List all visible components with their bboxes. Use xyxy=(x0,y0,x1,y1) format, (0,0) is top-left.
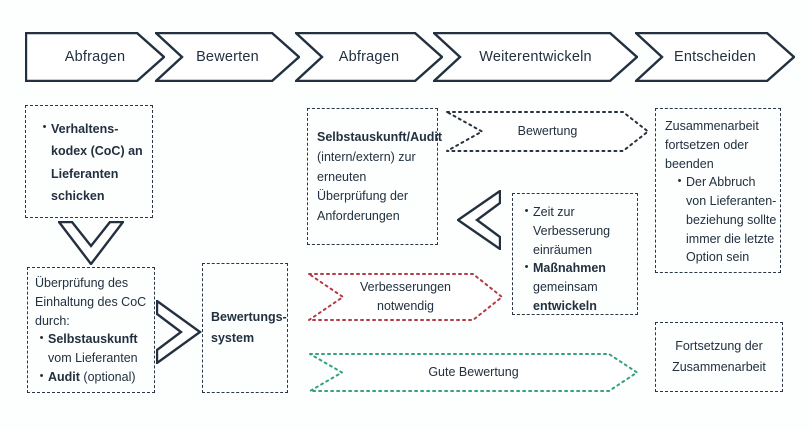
fortsetzung-box: Fortsetzung der Zusammenarbeit xyxy=(655,322,783,392)
arrow-label: Bewertung xyxy=(517,124,578,139)
stage-label: Abfragen xyxy=(64,49,126,65)
bewertungssystem-text: Bewertungs-system xyxy=(211,309,287,345)
bullet-icon: • xyxy=(524,261,529,274)
regular-text: (intern/extern) zur erneuten Überprüfung… xyxy=(317,149,416,223)
bewertungssystem-box: Bewertungs-system xyxy=(202,263,288,393)
stage-abfragen-1: Abfragen xyxy=(25,32,165,82)
stage-abfragen-2: Abfragen xyxy=(295,32,443,82)
list-item: • Verhaltens-kodex (CoC) an Lieferanten … xyxy=(38,118,148,207)
intro-text: Überprüfung des Einhaltung des CoC durch… xyxy=(35,276,147,328)
stage-weiterentwickeln: Weiterentwickeln xyxy=(433,32,638,82)
bullet-icon: • xyxy=(39,332,44,345)
chevron-arrow-shape xyxy=(433,32,638,82)
title-text: Zusammenarbeit fortsetzen oder beenden xyxy=(665,119,759,171)
bold-text: Selbstauskunft/Audit xyxy=(317,130,443,144)
ueberpruefung-box: Überprüfung des Einhaltung des CoC durch… xyxy=(27,267,155,393)
dotted-arrow-shape xyxy=(308,273,503,321)
list-item: • Audit (optional) xyxy=(35,368,152,387)
bullet-text: Maßnahmen gemeinsam entwickeln xyxy=(533,261,606,313)
stage-label: Bewerten xyxy=(196,49,259,65)
bullet-text: Zeit zur Verbesserung einräumen xyxy=(533,205,611,257)
coc-text: Verhaltens-kodex (CoC) an Lieferanten sc… xyxy=(51,122,143,203)
list-item: • Maßnahmen gemeinsam entwickeln xyxy=(520,259,635,315)
zusammenarbeit-box: Zusammenarbeit fortsetzen oder beenden •… xyxy=(655,108,781,273)
chevron-arrow-shape xyxy=(635,32,795,82)
selbstauskunft-audit-box: Selbstauskunft/Audit (intern/extern) zur… xyxy=(307,108,442,245)
arrow-label: Verbesserungen notwendig xyxy=(359,280,452,313)
bullet-icon: • xyxy=(39,369,44,382)
list-item: • Zeit zur Verbesserung einräumen xyxy=(520,203,635,259)
stage-label: Entscheiden xyxy=(673,49,756,65)
bullet-icon: • xyxy=(677,175,682,188)
chevron-arrow-shape xyxy=(295,32,443,82)
dotted-arrow-shape xyxy=(446,111,649,152)
list-item: • Der Abbruch von Lieferanten-beziehung … xyxy=(665,173,778,267)
bullet-text: Audit (optional) xyxy=(48,369,136,384)
stage-entscheiden: Entscheiden xyxy=(635,32,795,82)
stage-label: Abfragen xyxy=(338,49,400,65)
bullet-icon: • xyxy=(42,121,47,133)
bullet-text: Selbstauskunft vom Lieferanten xyxy=(48,332,138,365)
list-item: • Selbstauskunft vom Lieferanten xyxy=(35,330,152,368)
chevron-arrow-shape xyxy=(155,32,300,82)
bewertung-arrow: Bewertung xyxy=(445,110,650,153)
chevron-right-icon xyxy=(155,298,203,369)
bullet-icon: • xyxy=(524,205,529,217)
coc-box: • Verhaltens-kodex (CoC) an Lieferanten … xyxy=(25,105,153,218)
stage-label: Weiterentwickeln xyxy=(479,49,592,65)
dotted-arrow-shape xyxy=(309,353,638,392)
pentagon-arrow-shape xyxy=(25,32,165,82)
bullet-text: Der Abbruch von Lieferanten-beziehung so… xyxy=(686,175,777,265)
fortsetzung-text: Fortsetzung der Zusammenarbeit xyxy=(672,338,766,374)
arrow-label: Gute Bewertung xyxy=(428,365,519,380)
chevron-left-icon xyxy=(455,188,502,255)
stage-bewerten: Bewerten xyxy=(155,32,300,82)
chevron-down-icon xyxy=(56,220,126,270)
verbesserungen-notwendig-arrow: Verbesserungen notwendig xyxy=(307,272,504,322)
zeit-zur-verbesserung-box: • Zeit zur Verbesserung einräumen • Maßn… xyxy=(512,193,638,315)
gute-bewertung-arrow: Gute Bewertung xyxy=(308,352,639,393)
